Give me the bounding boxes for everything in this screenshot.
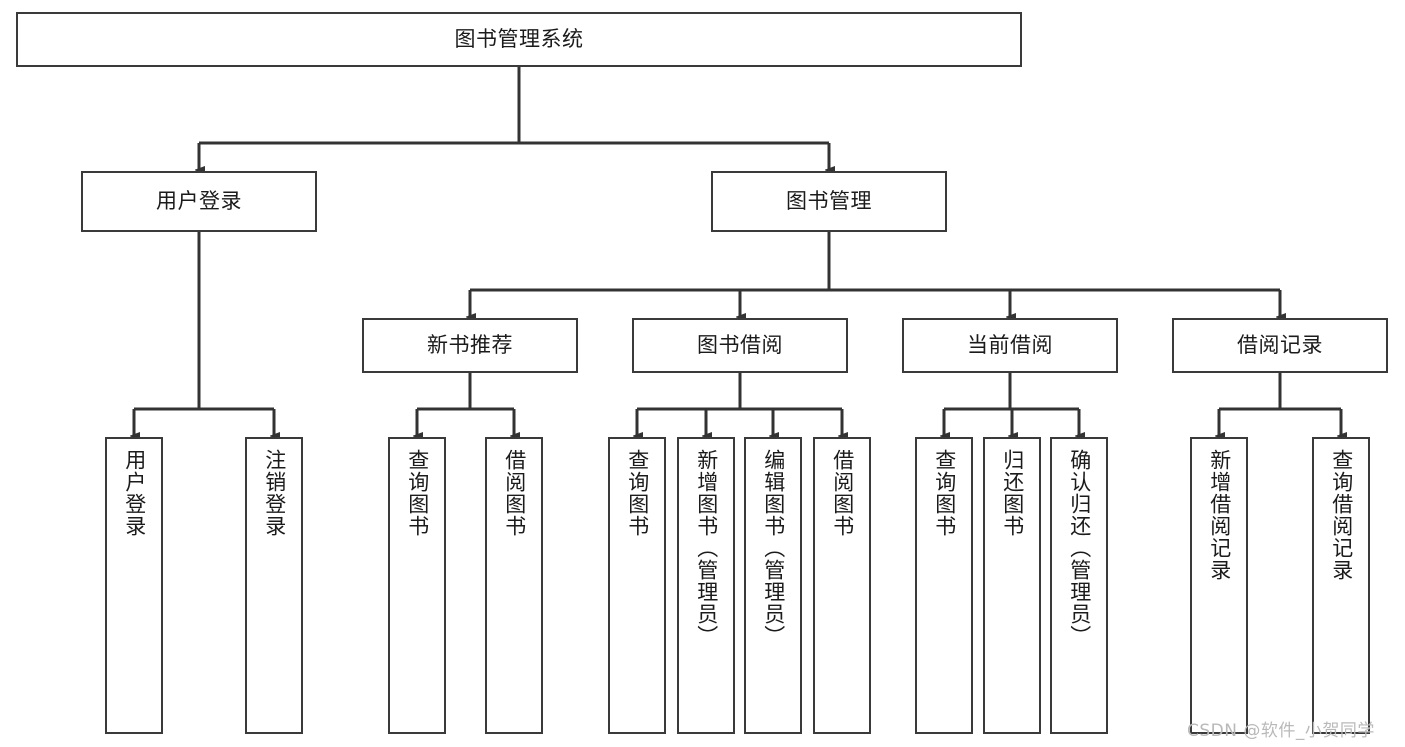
- node-leaf-add-book: 新增图书（管理员）: [677, 437, 735, 734]
- node-current-borrow: 当前借阅: [902, 318, 1118, 373]
- node-leaf-query-book-cur: 查询图书: [915, 437, 973, 734]
- node-label: 查询图书: [625, 449, 650, 537]
- node-book-borrow: 图书借阅: [632, 318, 848, 373]
- node-leaf-borrow-book: 借阅图书: [813, 437, 871, 734]
- node-leaf-query-book-rec: 查询图书: [388, 437, 446, 734]
- node-label: 注销登录: [262, 449, 287, 537]
- node-label: 编辑图书（管理员）: [761, 449, 786, 647]
- node-leaf-edit-book: 编辑图书（管理员）: [744, 437, 802, 734]
- node-book-manage: 图书管理: [711, 171, 947, 232]
- node-leaf-query-record: 查询借阅记录: [1312, 437, 1370, 734]
- node-leaf-borrow-book-rec: 借阅图书: [485, 437, 543, 734]
- node-label: 借阅图书: [830, 449, 855, 537]
- node-leaf-add-record: 新增借阅记录: [1190, 437, 1248, 734]
- node-label: 图书借阅: [697, 333, 783, 358]
- node-label: 图书管理系统: [454, 27, 584, 52]
- node-leaf-confirm-return: 确认归还（管理员）: [1050, 437, 1108, 734]
- node-label: 归还图书: [1000, 449, 1025, 537]
- node-new-book-rec: 新书推荐: [362, 318, 578, 373]
- node-user-login: 用户登录: [81, 171, 317, 232]
- node-leaf-logout: 注销登录: [245, 437, 303, 734]
- node-label: 借阅图书: [502, 449, 527, 537]
- node-label: 查询图书: [932, 449, 957, 537]
- node-label: 图书管理: [786, 189, 872, 214]
- node-label: 确认归还（管理员）: [1067, 449, 1092, 647]
- node-label: 新书推荐: [427, 333, 513, 358]
- node-label: 新增借阅记录: [1207, 449, 1232, 581]
- node-leaf-return-book: 归还图书: [983, 437, 1041, 734]
- node-borrow-record: 借阅记录: [1172, 318, 1388, 373]
- node-label: 查询图书: [405, 449, 430, 537]
- node-leaf-query-book: 查询图书: [608, 437, 666, 734]
- node-label: 用户登录: [122, 449, 147, 537]
- node-leaf-user-login: 用户登录: [105, 437, 163, 734]
- node-label: 当前借阅: [967, 333, 1053, 358]
- node-label: 借阅记录: [1237, 333, 1323, 358]
- node-root: 图书管理系统: [16, 12, 1022, 67]
- node-label: 用户登录: [156, 189, 242, 214]
- node-label: 查询借阅记录: [1329, 449, 1354, 581]
- node-label: 新增图书（管理员）: [694, 449, 719, 647]
